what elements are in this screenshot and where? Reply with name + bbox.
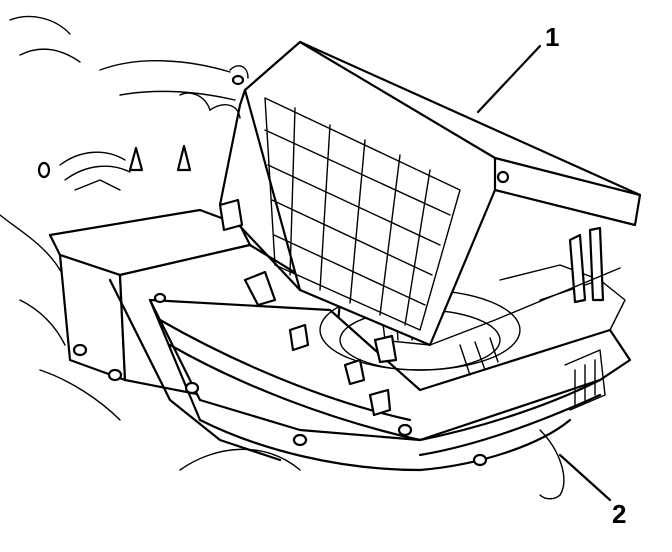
callout-2-leader (558, 453, 612, 502)
filter-grid (264, 107, 451, 326)
callout-1-leader (476, 44, 542, 114)
module-housing (48, 208, 632, 500)
fastener-screw-icon (496, 170, 510, 184)
callout-1-label: 1 (545, 22, 559, 52)
callout-2-label: 2 (612, 499, 626, 529)
filter-access-door (218, 40, 642, 347)
retaining-clips (218, 198, 398, 417)
mounting-studs (72, 292, 488, 467)
dashboard-background (0, 15, 301, 471)
